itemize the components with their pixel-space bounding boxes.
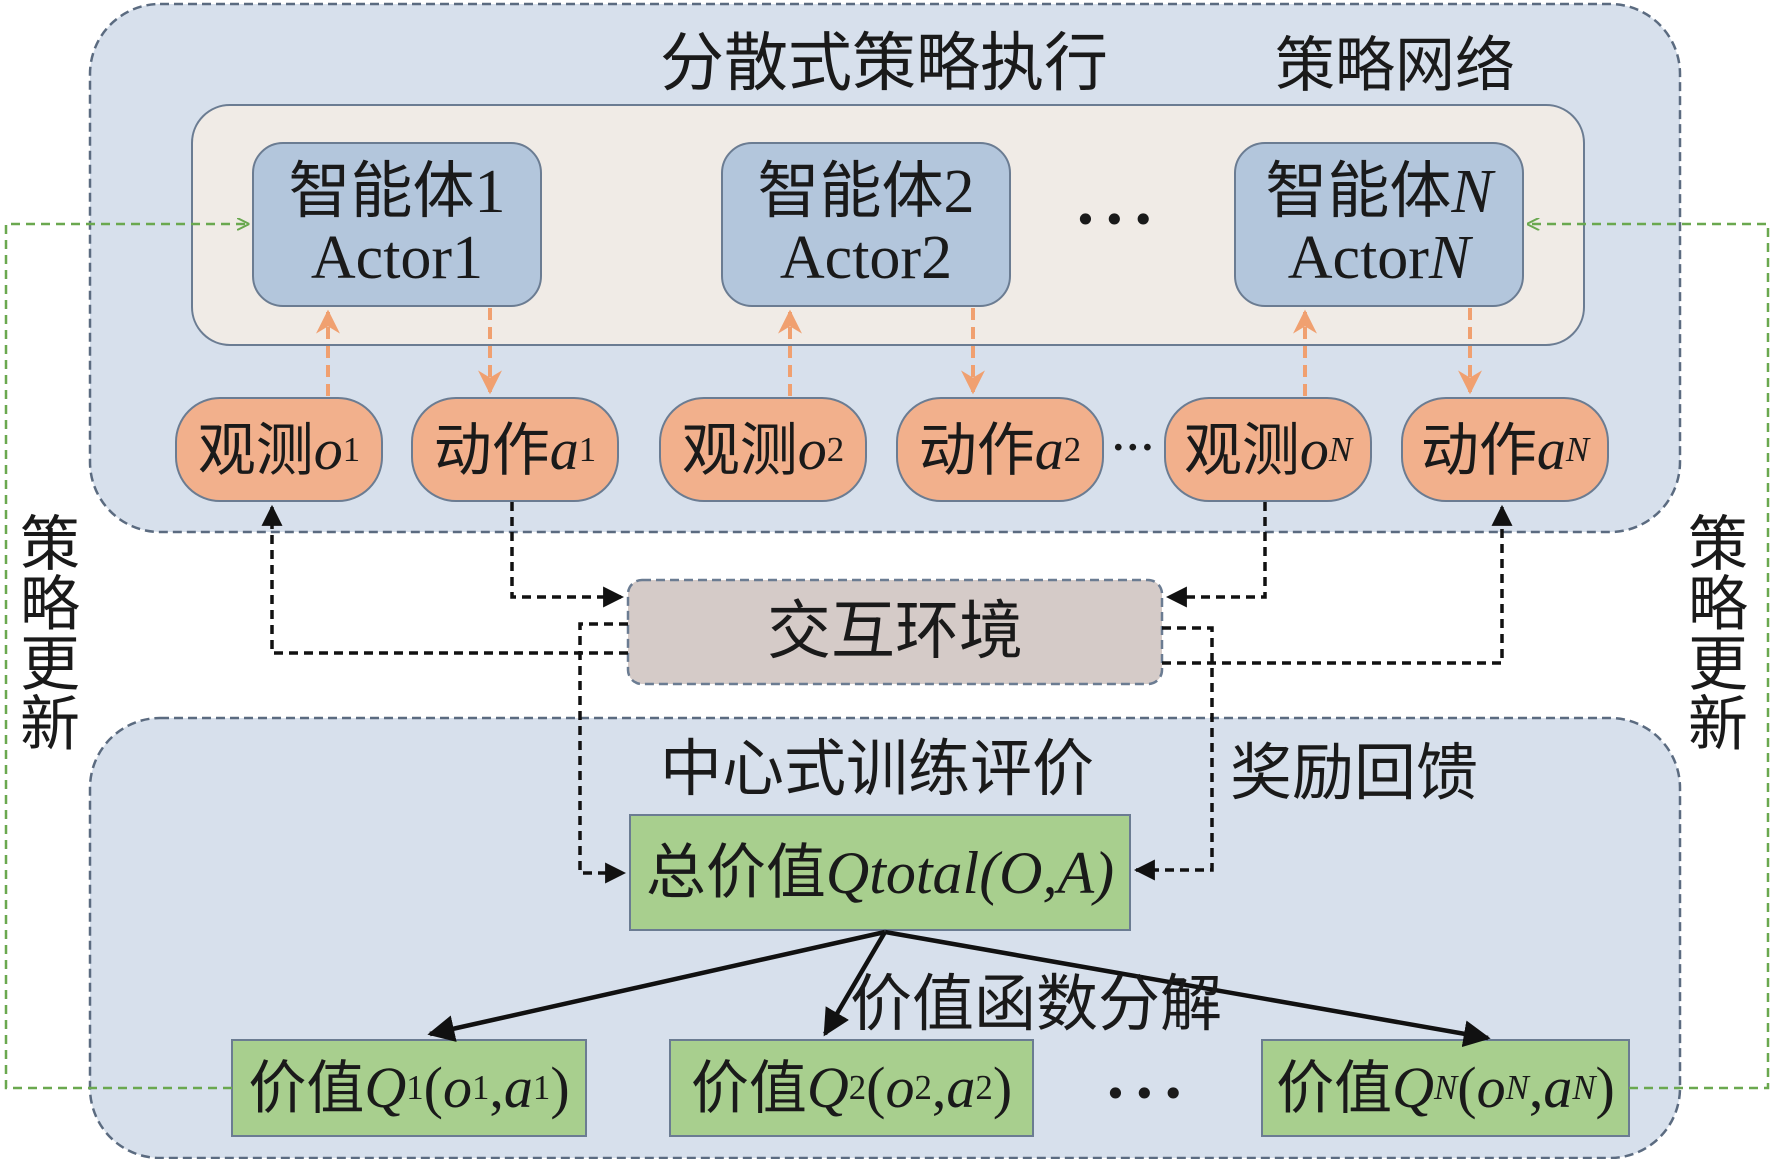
agent-label-n: 智能体N ActorN xyxy=(1235,143,1523,306)
act-node-2 xyxy=(896,397,1104,502)
obs-n-prefix: 观测 xyxy=(1183,415,1300,484)
obs-2-var: o xyxy=(797,416,827,482)
reward-feedback-label: 奖励回馈 xyxy=(1230,736,1479,809)
arrow-decomp-2 xyxy=(823,930,887,1037)
act-1-var: a xyxy=(549,416,579,482)
values-ellipsis: ··· xyxy=(1105,1059,1192,1129)
actor-n-index: N xyxy=(1428,224,1471,292)
obs-1-var: o xyxy=(313,416,343,482)
agent-label-1: 智能体1 Actor1 xyxy=(253,143,541,306)
policy-network-label: 策略网络 xyxy=(1275,31,1515,101)
obs-node-2 xyxy=(659,397,867,502)
agent-1-prefix: 智能体 xyxy=(288,154,475,227)
agents-ellipsis: ··· xyxy=(1075,185,1162,255)
agent-2-prefix: 智能体 xyxy=(757,154,944,227)
agent-box-1 xyxy=(252,142,542,307)
obs-1-prefix: 观测 xyxy=(197,415,314,484)
arrow-env-to-obs1 xyxy=(261,504,628,655)
actor-2-index: 2 xyxy=(921,224,953,292)
arrow-env-to-actn xyxy=(1162,504,1513,665)
value-decomposition-label: 价值函数分解 xyxy=(850,967,1223,1040)
value-n-q: Q xyxy=(1392,1055,1435,1120)
agent-box-n xyxy=(1234,142,1524,307)
value-n-prefix: 价值 xyxy=(1276,1054,1393,1122)
agent-n-index: N xyxy=(1451,158,1493,226)
policy-update-right-label: 策略更新 xyxy=(1688,510,1748,760)
actor-1-index: 1 xyxy=(452,224,484,292)
agent-box-2 xyxy=(721,142,1011,307)
arrow-act1-to-env xyxy=(510,502,625,608)
act-2-var: a xyxy=(1034,416,1064,482)
policy-update-left xyxy=(4,224,248,1090)
total-value-box xyxy=(629,814,1131,931)
value-box-2 xyxy=(669,1039,1034,1137)
act-1-prefix: 动作 xyxy=(433,415,550,484)
arrow-env-to-total-left xyxy=(578,622,628,884)
actor-2-prefix: Actor xyxy=(779,224,922,292)
obs-node-n xyxy=(1164,397,1372,502)
value-2-q: Q xyxy=(806,1055,849,1120)
arrow-obsn-to-env xyxy=(1165,502,1267,608)
act-node-n xyxy=(1401,397,1609,502)
agent-1-index: 1 xyxy=(474,158,506,226)
act-2-prefix: 动作 xyxy=(918,415,1035,484)
arrow-decomp-1 xyxy=(427,929,886,1042)
actor-n-prefix: Actor xyxy=(1287,224,1429,292)
act-node-1 xyxy=(411,397,619,502)
arrow-env-to-total-right xyxy=(1133,626,1214,881)
centralized-training-title: 中心式训练评价 xyxy=(660,732,1095,805)
total-value-expr: Qtotal(O,A) xyxy=(825,839,1115,906)
value-1-q: Q xyxy=(364,1055,407,1120)
act-n-var: a xyxy=(1536,416,1566,482)
arrow-decomp-n xyxy=(884,929,1491,1048)
total-value-prefix: 总价值 xyxy=(645,837,826,908)
agent-n-prefix: 智能体 xyxy=(1265,154,1452,227)
act-n-prefix: 动作 xyxy=(1420,415,1537,484)
decentralized-execution-title: 分散式策略执行 xyxy=(660,27,1108,101)
environment-box xyxy=(626,578,1164,686)
actor-1-prefix: Actor xyxy=(310,224,453,292)
value-box-1 xyxy=(231,1039,587,1137)
environment-label: 交互环境 xyxy=(767,595,1023,669)
value-2-prefix: 价值 xyxy=(690,1054,807,1122)
policy-update-left-label: 策略更新 xyxy=(20,510,80,760)
obs-n-var: o xyxy=(1299,416,1329,482)
io-ellipsis: ··· xyxy=(1112,427,1156,469)
value-1-prefix: 价值 xyxy=(248,1054,365,1122)
obs-node-1 xyxy=(175,397,383,502)
agent-2-index: 2 xyxy=(943,158,975,226)
obs-2-prefix: 观测 xyxy=(681,415,798,484)
agent-label-2: 智能体2 Actor2 xyxy=(722,143,1010,306)
policy-update-right xyxy=(1528,224,1770,1090)
